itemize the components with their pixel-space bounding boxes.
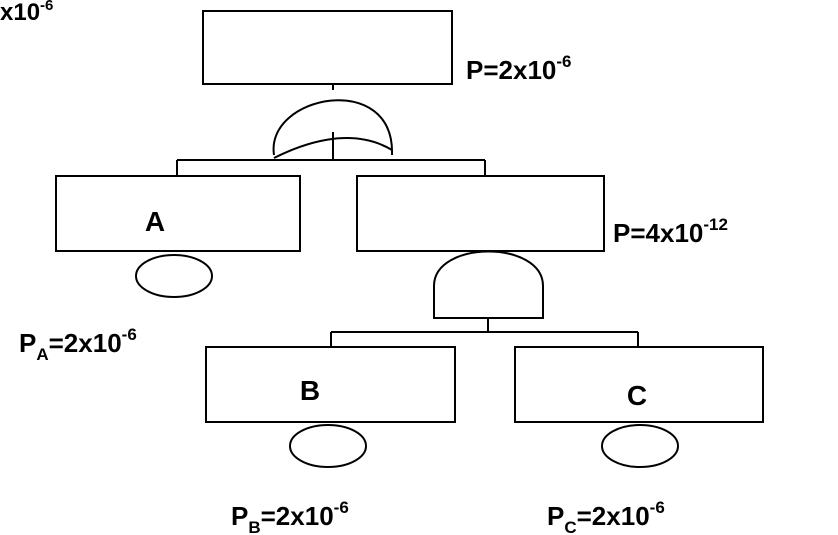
corner-label-base: x10 xyxy=(0,0,40,26)
event-a-probability-sub: A xyxy=(36,345,48,364)
and-gate-middle xyxy=(330,250,639,347)
event-c-probability-base: =2x10 xyxy=(577,501,650,531)
corner-label-exp: -6 xyxy=(40,0,53,14)
event-c-probability-sub: C xyxy=(564,518,576,535)
event-c-probability-exp: -6 xyxy=(650,498,665,517)
event-a-probability-prefix: P xyxy=(19,328,36,358)
top-event-probability-exp: -6 xyxy=(556,52,571,71)
or-gate-connector xyxy=(176,159,486,176)
event-b-probability: PB=2x10-6 xyxy=(231,498,349,535)
event-b-probability-prefix: P xyxy=(231,501,248,531)
event-a-probability: PA=2x10-6 xyxy=(19,325,137,364)
event-a-label: A xyxy=(145,206,165,237)
top-event-probability: P=2x10-6 xyxy=(466,52,572,85)
intermediate-event-probability: P=4x10-12 xyxy=(613,215,728,248)
top-event-box xyxy=(202,10,453,85)
event-c-label: C xyxy=(627,380,647,411)
event-c-probability: PC=2x10-6 xyxy=(547,498,665,535)
event-b-box xyxy=(205,346,456,423)
or-gate-top xyxy=(272,84,394,160)
event-b-probability-exp: -6 xyxy=(334,498,349,517)
event-b-probability-base: =2x10 xyxy=(261,501,334,531)
intermediate-event-probability-exp: -12 xyxy=(703,215,728,234)
event-c-probability-prefix: P xyxy=(547,501,564,531)
event-b-probability-sub: B xyxy=(248,518,260,535)
event-b-basic-event-circle xyxy=(289,424,367,468)
top-event-probability-base: P=2x10 xyxy=(466,55,556,85)
corner-label: x10-6 xyxy=(0,0,53,26)
event-c-box xyxy=(514,346,764,423)
intermediate-event-probability-base: P=4x10 xyxy=(613,218,703,248)
event-c-basic-event-circle xyxy=(601,424,679,468)
intermediate-event-box xyxy=(356,175,605,252)
event-a-probability-base: =2x10 xyxy=(49,328,122,358)
event-b-label: B xyxy=(300,375,320,406)
event-a-probability-exp: -6 xyxy=(122,325,137,344)
event-a-box xyxy=(55,175,301,252)
event-a-basic-event-circle xyxy=(135,254,213,298)
